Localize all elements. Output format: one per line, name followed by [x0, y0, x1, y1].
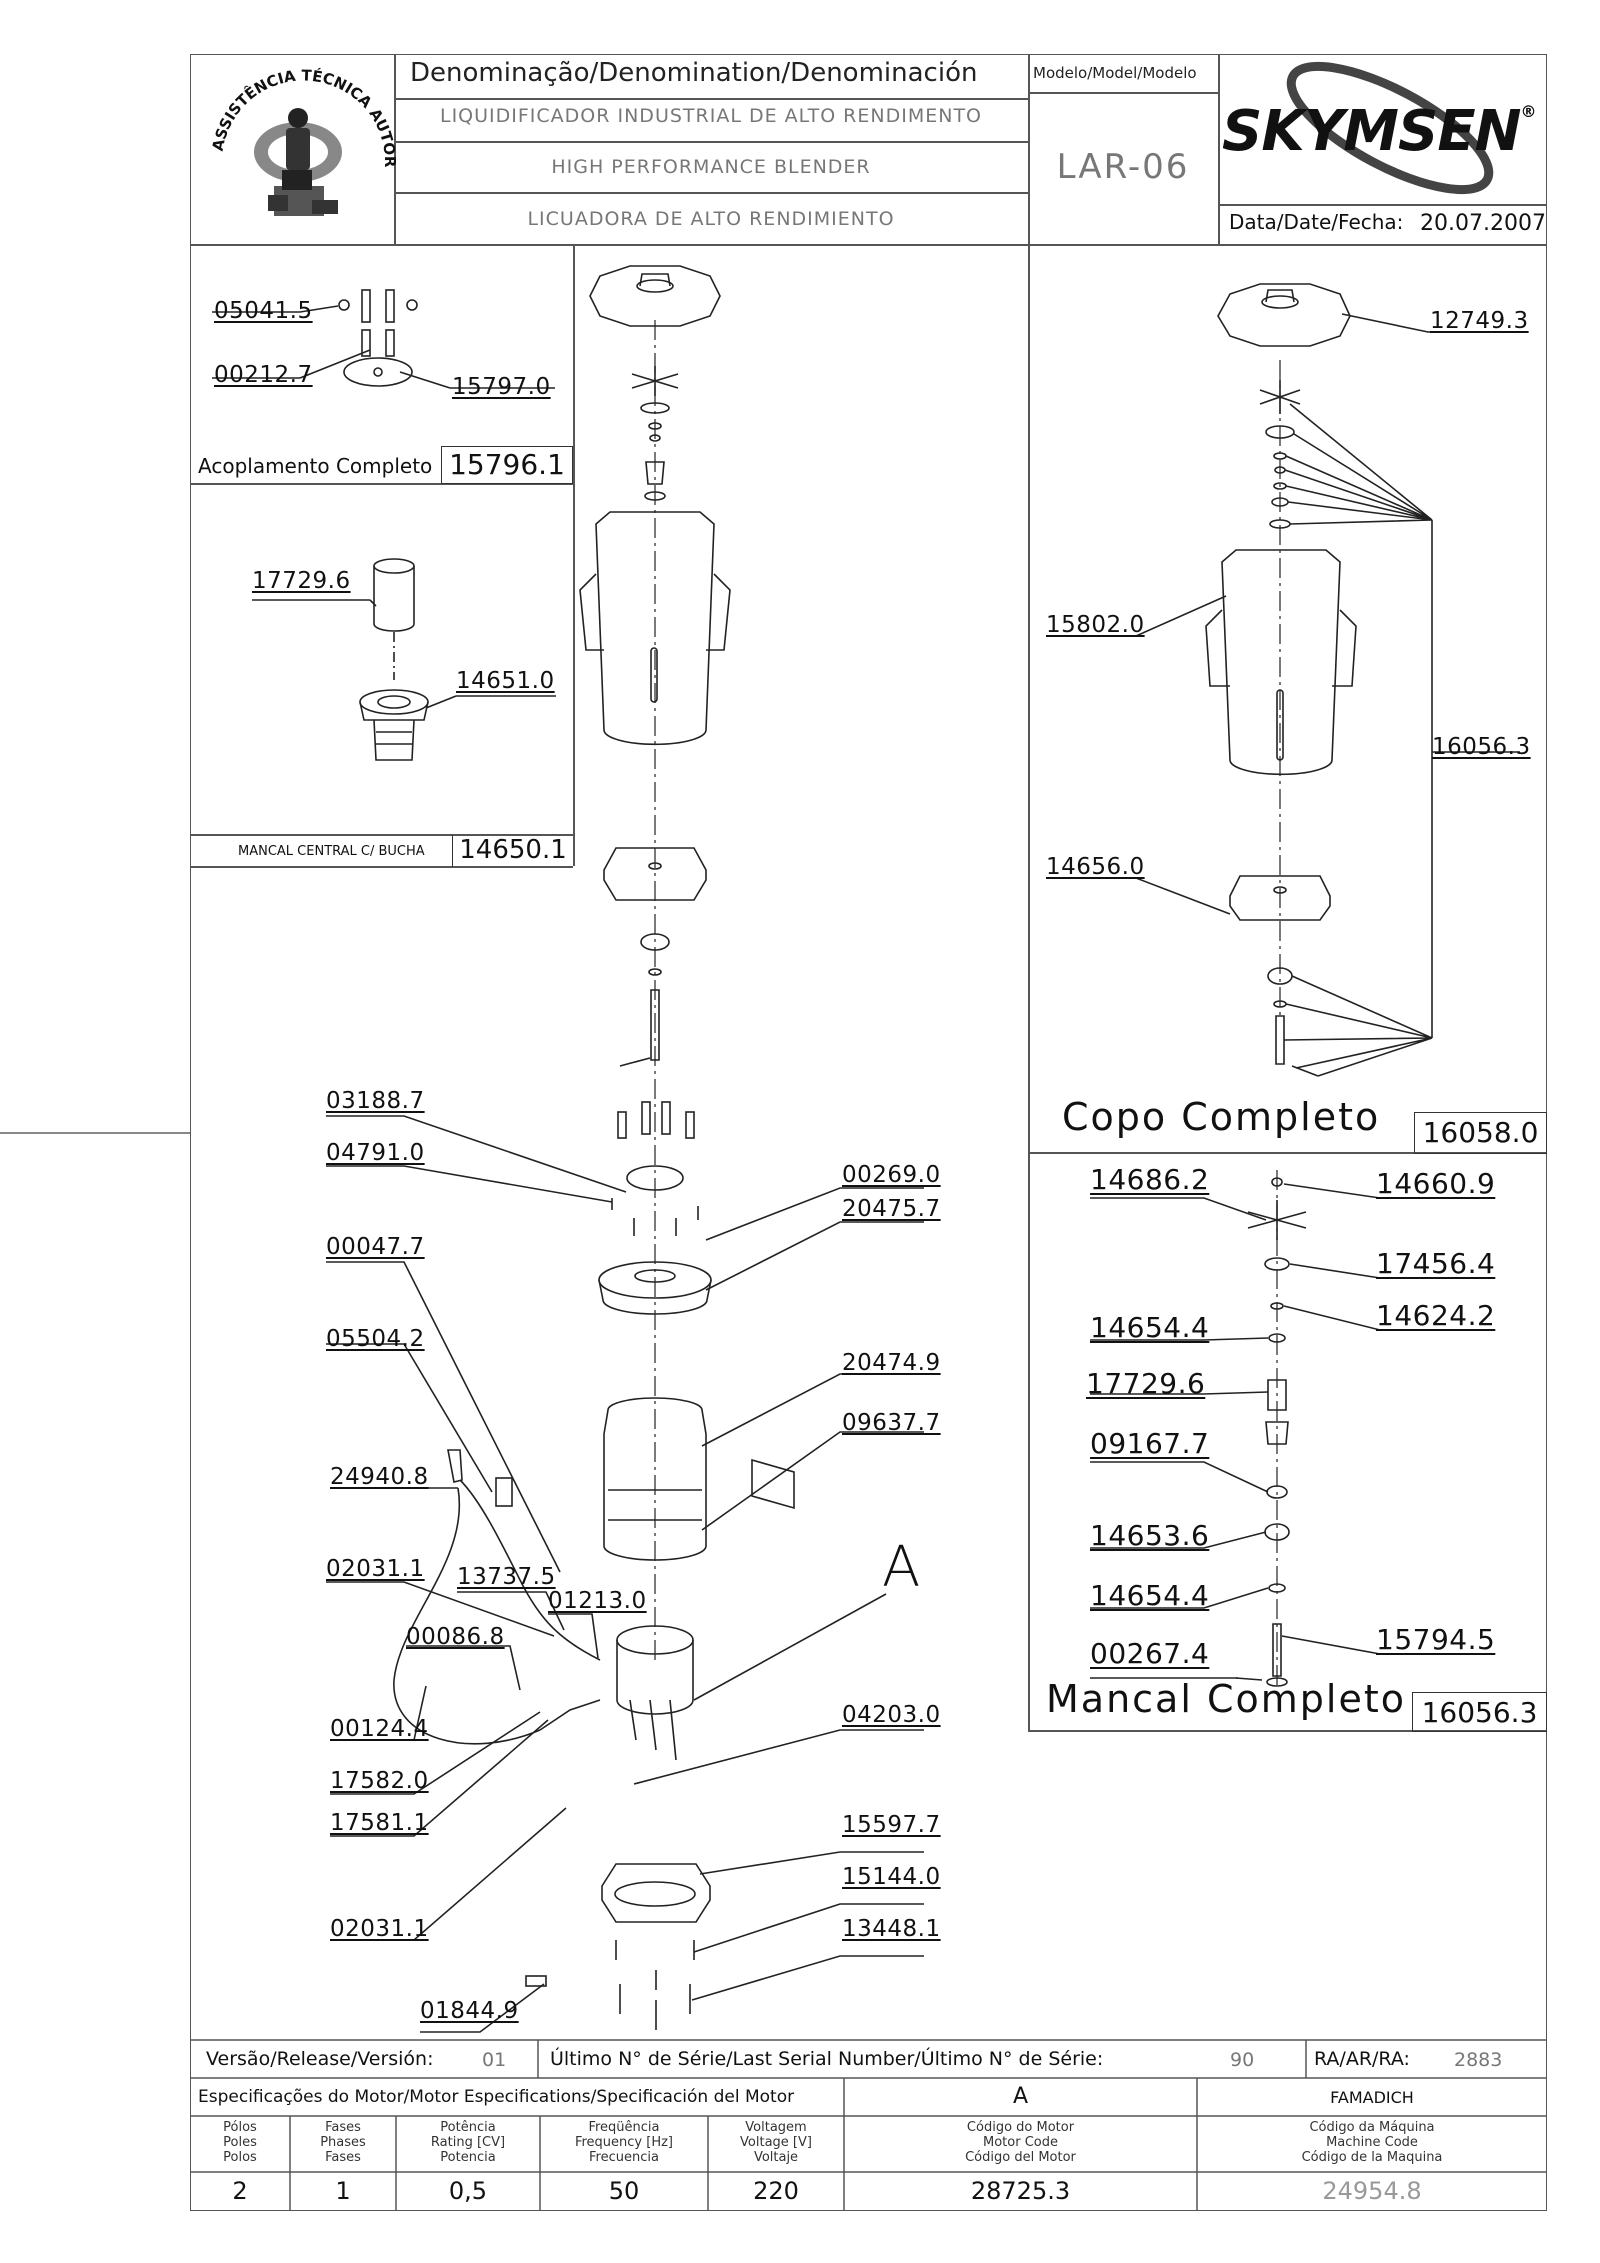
poles-value: 2 [232, 2177, 248, 2205]
machine-code-value: 24954.8 [1322, 2177, 1422, 2205]
motor-spec-label: Especificações do Motor/Motor Especifica… [198, 2087, 795, 2107]
bearing-bush-code: 14650.1 [452, 835, 573, 867]
power-value: 0,5 [448, 2177, 488, 2205]
part-label: 13448.1 [842, 1916, 941, 1942]
part-label: 17582.0 [330, 1768, 429, 1794]
denomination-label: Denominação/Denomination/Denominación [410, 58, 978, 88]
part-label: 04203.0 [842, 1702, 941, 1728]
part-label: 04791.0 [326, 1140, 425, 1166]
part-label: 02031.1 [330, 1916, 429, 1942]
motor-code-value: 28725.3 [970, 2177, 1071, 2205]
serial-value: 90 [1230, 2049, 1255, 2071]
bearing-title: Mancal Completo [1046, 1677, 1406, 1721]
part-label: 17581.1 [330, 1810, 429, 1836]
version-value: 01 [482, 2049, 507, 2071]
part-label: 15597.7 [842, 1812, 941, 1838]
version-label: Versão/Release/Versión: [206, 2048, 434, 2070]
motor-reference-label: A [882, 1535, 921, 1600]
part-label: 05041.5 [214, 298, 313, 324]
model-label: Modelo/Model/Modelo [1033, 64, 1197, 82]
serial-label: Último N° de Série/Last Serial Number/Úl… [550, 2048, 1104, 2070]
part-label: 15144.0 [842, 1864, 941, 1890]
brand-logo: SKYMSEN® [1222, 102, 1536, 160]
part-label: 17456.4 [1376, 1247, 1496, 1280]
part-label: 14654.4 [1090, 1579, 1210, 1612]
part-label: 09637.7 [842, 1410, 941, 1436]
motor-ref: A [1012, 2084, 1029, 2109]
part-label: 16056.3 [1432, 734, 1531, 760]
part-label: 01213.0 [548, 1588, 647, 1614]
frequency-value: 50 [608, 2177, 640, 2205]
part-label: 15802.0 [1046, 612, 1145, 638]
cup-code: 16058.0 [1414, 1112, 1547, 1154]
date-value: 20.07.2007 [1420, 211, 1546, 236]
voltage-value: 220 [753, 2177, 799, 2205]
coupling-title: Acoplamento Completo [198, 454, 433, 478]
part-label: 20475.7 [842, 1196, 941, 1222]
part-label: 17729.6 [1086, 1367, 1206, 1400]
cup-title: Copo Completo [1062, 1095, 1381, 1139]
date-label: Data/Date/Fecha: [1229, 210, 1404, 234]
part-label: 17729.6 [252, 568, 351, 594]
part-label: 03188.7 [326, 1088, 425, 1114]
coupling-code: 15796.1 [441, 446, 573, 484]
part-label: 00269.0 [842, 1162, 941, 1188]
name-pt: LIQUIDIFICADOR INDUSTRIAL DE ALTO RENDIM… [439, 105, 983, 127]
bearing-bush-title: MANCAL CENTRAL C/ BUCHA [238, 844, 425, 859]
name-es: LICUADORA DE ALTO RENDIMIENTO [527, 208, 895, 230]
part-label: 05504.2 [326, 1326, 425, 1352]
part-label: 02031.1 [326, 1556, 425, 1582]
part-label: 14656.0 [1046, 854, 1145, 880]
part-label: 20474.9 [842, 1350, 941, 1376]
part-label: 14651.0 [456, 668, 555, 694]
part-label: 13737.5 [457, 1564, 556, 1590]
part-label: 00086.8 [406, 1624, 505, 1650]
part-label: 14653.6 [1090, 1519, 1210, 1552]
model-value: LAR-06 [1056, 147, 1190, 187]
part-label: 00212.7 [214, 362, 313, 388]
bearing-code: 16056.3 [1412, 1692, 1547, 1732]
brand-name: SKYMSEN [1222, 99, 1521, 164]
part-label: 09167.7 [1090, 1427, 1210, 1460]
part-label: 14654.4 [1090, 1311, 1210, 1344]
part-label: 15794.5 [1376, 1623, 1496, 1656]
part-label: 00267.4 [1090, 1637, 1210, 1670]
part-label: 14686.2 [1090, 1163, 1210, 1196]
ra-value: 2883 [1454, 2049, 1503, 2071]
manufacturer: FAMADICH [1330, 2088, 1414, 2107]
phases-value: 1 [335, 2177, 351, 2205]
part-label: 12749.3 [1430, 308, 1529, 334]
part-label: 15797.0 [452, 374, 551, 400]
ra-label: RA/AR/RA: [1314, 2048, 1410, 2070]
part-label: 14624.2 [1376, 1299, 1496, 1332]
brand-mark: ® [1520, 102, 1536, 121]
part-label: 00047.7 [326, 1234, 425, 1260]
part-label: 24940.8 [330, 1464, 429, 1490]
part-label: 01844.9 [420, 1998, 519, 2024]
part-label: 14660.9 [1376, 1167, 1496, 1200]
left-margin-line [0, 1132, 190, 1134]
part-label: 00124.4 [330, 1716, 429, 1742]
name-en: HIGH PERFORMANCE BLENDER [551, 156, 871, 178]
